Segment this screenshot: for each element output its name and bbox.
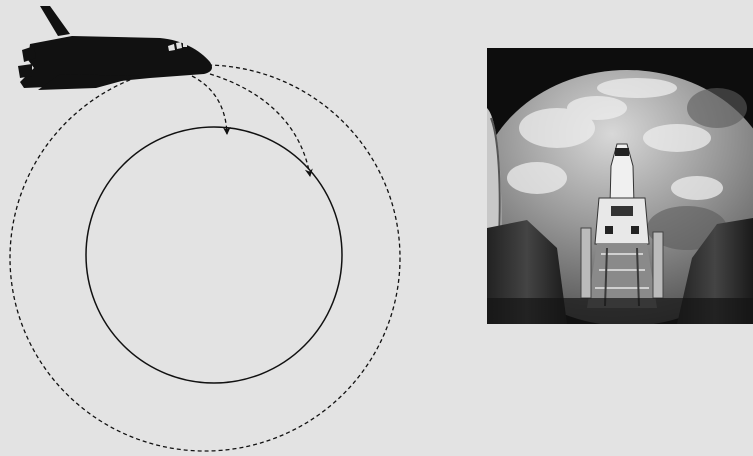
transfer-arrow-long: [209, 73, 313, 177]
shuttle-earth-photo: [487, 48, 753, 324]
space-shuttle-silhouette: [18, 6, 212, 90]
photo-shuttle: [580, 143, 664, 308]
inner-solid-orbit: [85, 126, 343, 384]
transfer-arrow-short: [191, 75, 231, 135]
photo-illustration: [487, 48, 753, 324]
orbit-diagram: [9, 6, 401, 452]
